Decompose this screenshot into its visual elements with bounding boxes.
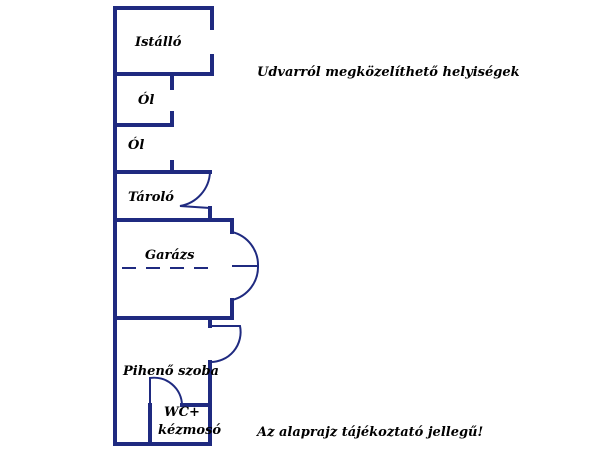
walls (113, 6, 234, 446)
doors (149, 171, 260, 406)
room-label-ol-2: Ól (128, 136, 144, 153)
room-label-garazs: Garázs (145, 248, 195, 263)
room-label-piheno-szoba: Pihenő szoba (122, 364, 219, 379)
room-label-ol-1: Ól (138, 91, 154, 108)
door-tarolo (179, 171, 211, 209)
room-label-wc-line2: kézmosó (158, 423, 221, 438)
door-piheno (209, 325, 242, 364)
room-label-istallo: Istálló (134, 35, 182, 50)
room-label-wc-line1: WC+ (164, 405, 200, 420)
door-wc (149, 376, 183, 406)
courtyard-note: Udvarról megközelíthető helyiségek (257, 65, 520, 80)
room-label-tarolo: Tároló (128, 190, 174, 205)
door-garazs-upper (231, 231, 260, 267)
door-garazs-lower (231, 265, 260, 301)
disclaimer-note: Az alaprajz tájékoztató jellegű! (255, 425, 483, 440)
